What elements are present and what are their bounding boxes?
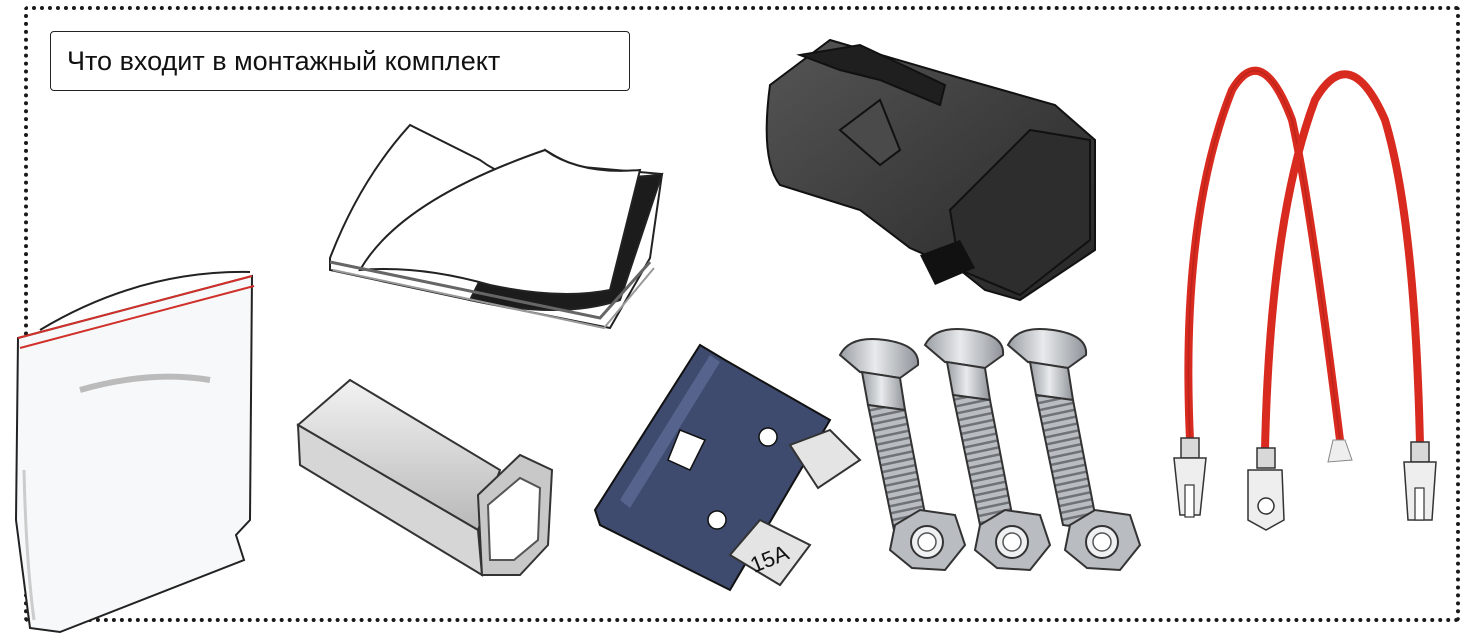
kit-frame — [24, 6, 1460, 622]
nut-icon — [973, 508, 1052, 572]
blade-fuse-icon: 15A — [593, 343, 862, 592]
bolt-icon — [838, 338, 932, 542]
bolt-icon — [1006, 328, 1100, 532]
nut-icon — [1063, 508, 1142, 572]
ziplock-bag-icon — [14, 270, 255, 634]
red-wire-icon — [1247, 70, 1437, 531]
red-wire-icon — [1173, 66, 1353, 518]
bolt-icon — [923, 328, 1017, 532]
nut-icon — [888, 508, 967, 572]
fuse-socket-housing-icon — [765, 38, 1096, 302]
double-sided-tape-icon — [329, 123, 664, 330]
kit-title: Что входит в монтажный комплект — [67, 45, 501, 76]
kit-title-box: Что входит в монтажный комплект — [50, 31, 630, 91]
fuse-holder-cap-icon — [296, 378, 554, 577]
